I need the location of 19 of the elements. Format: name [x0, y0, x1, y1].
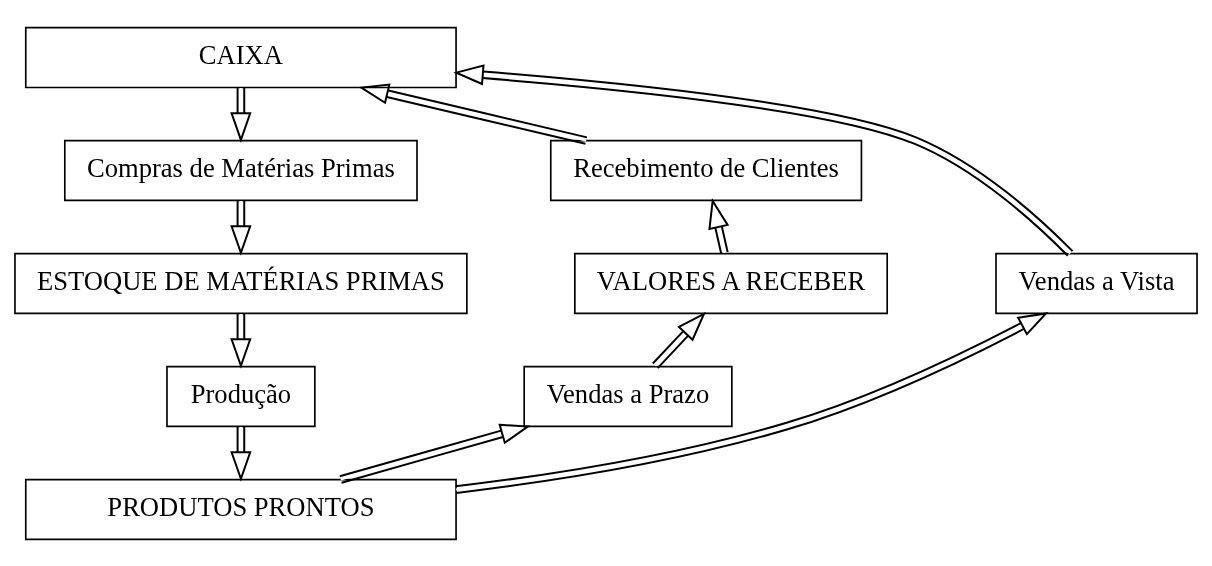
node-box: Vendas a Vista [995, 252, 1198, 314]
arrow [230, 425, 252, 482]
arrow [651, 311, 707, 369]
arrow [358, 83, 588, 145]
node-box: CAIXA [24, 26, 457, 88]
arrow [230, 312, 252, 369]
arrow [338, 423, 531, 484]
arrow [453, 63, 1074, 257]
node-box: Produção [166, 365, 316, 427]
arrow [230, 199, 252, 256]
node-box: Recebimento de Clientes [549, 139, 863, 201]
arrow [708, 197, 730, 255]
node-box: Vendas a Prazo [523, 365, 733, 427]
node-box: ESTOQUE DE MATÉRIAS PRIMAS [14, 252, 468, 314]
node-box: Compras de Matérias Primas [63, 139, 418, 201]
arrow [230, 86, 252, 143]
arrow [454, 311, 1049, 494]
node-box: VALORES A RECEBER [574, 252, 889, 314]
node-box: PRODUTOS PRONTOS [24, 478, 457, 540]
